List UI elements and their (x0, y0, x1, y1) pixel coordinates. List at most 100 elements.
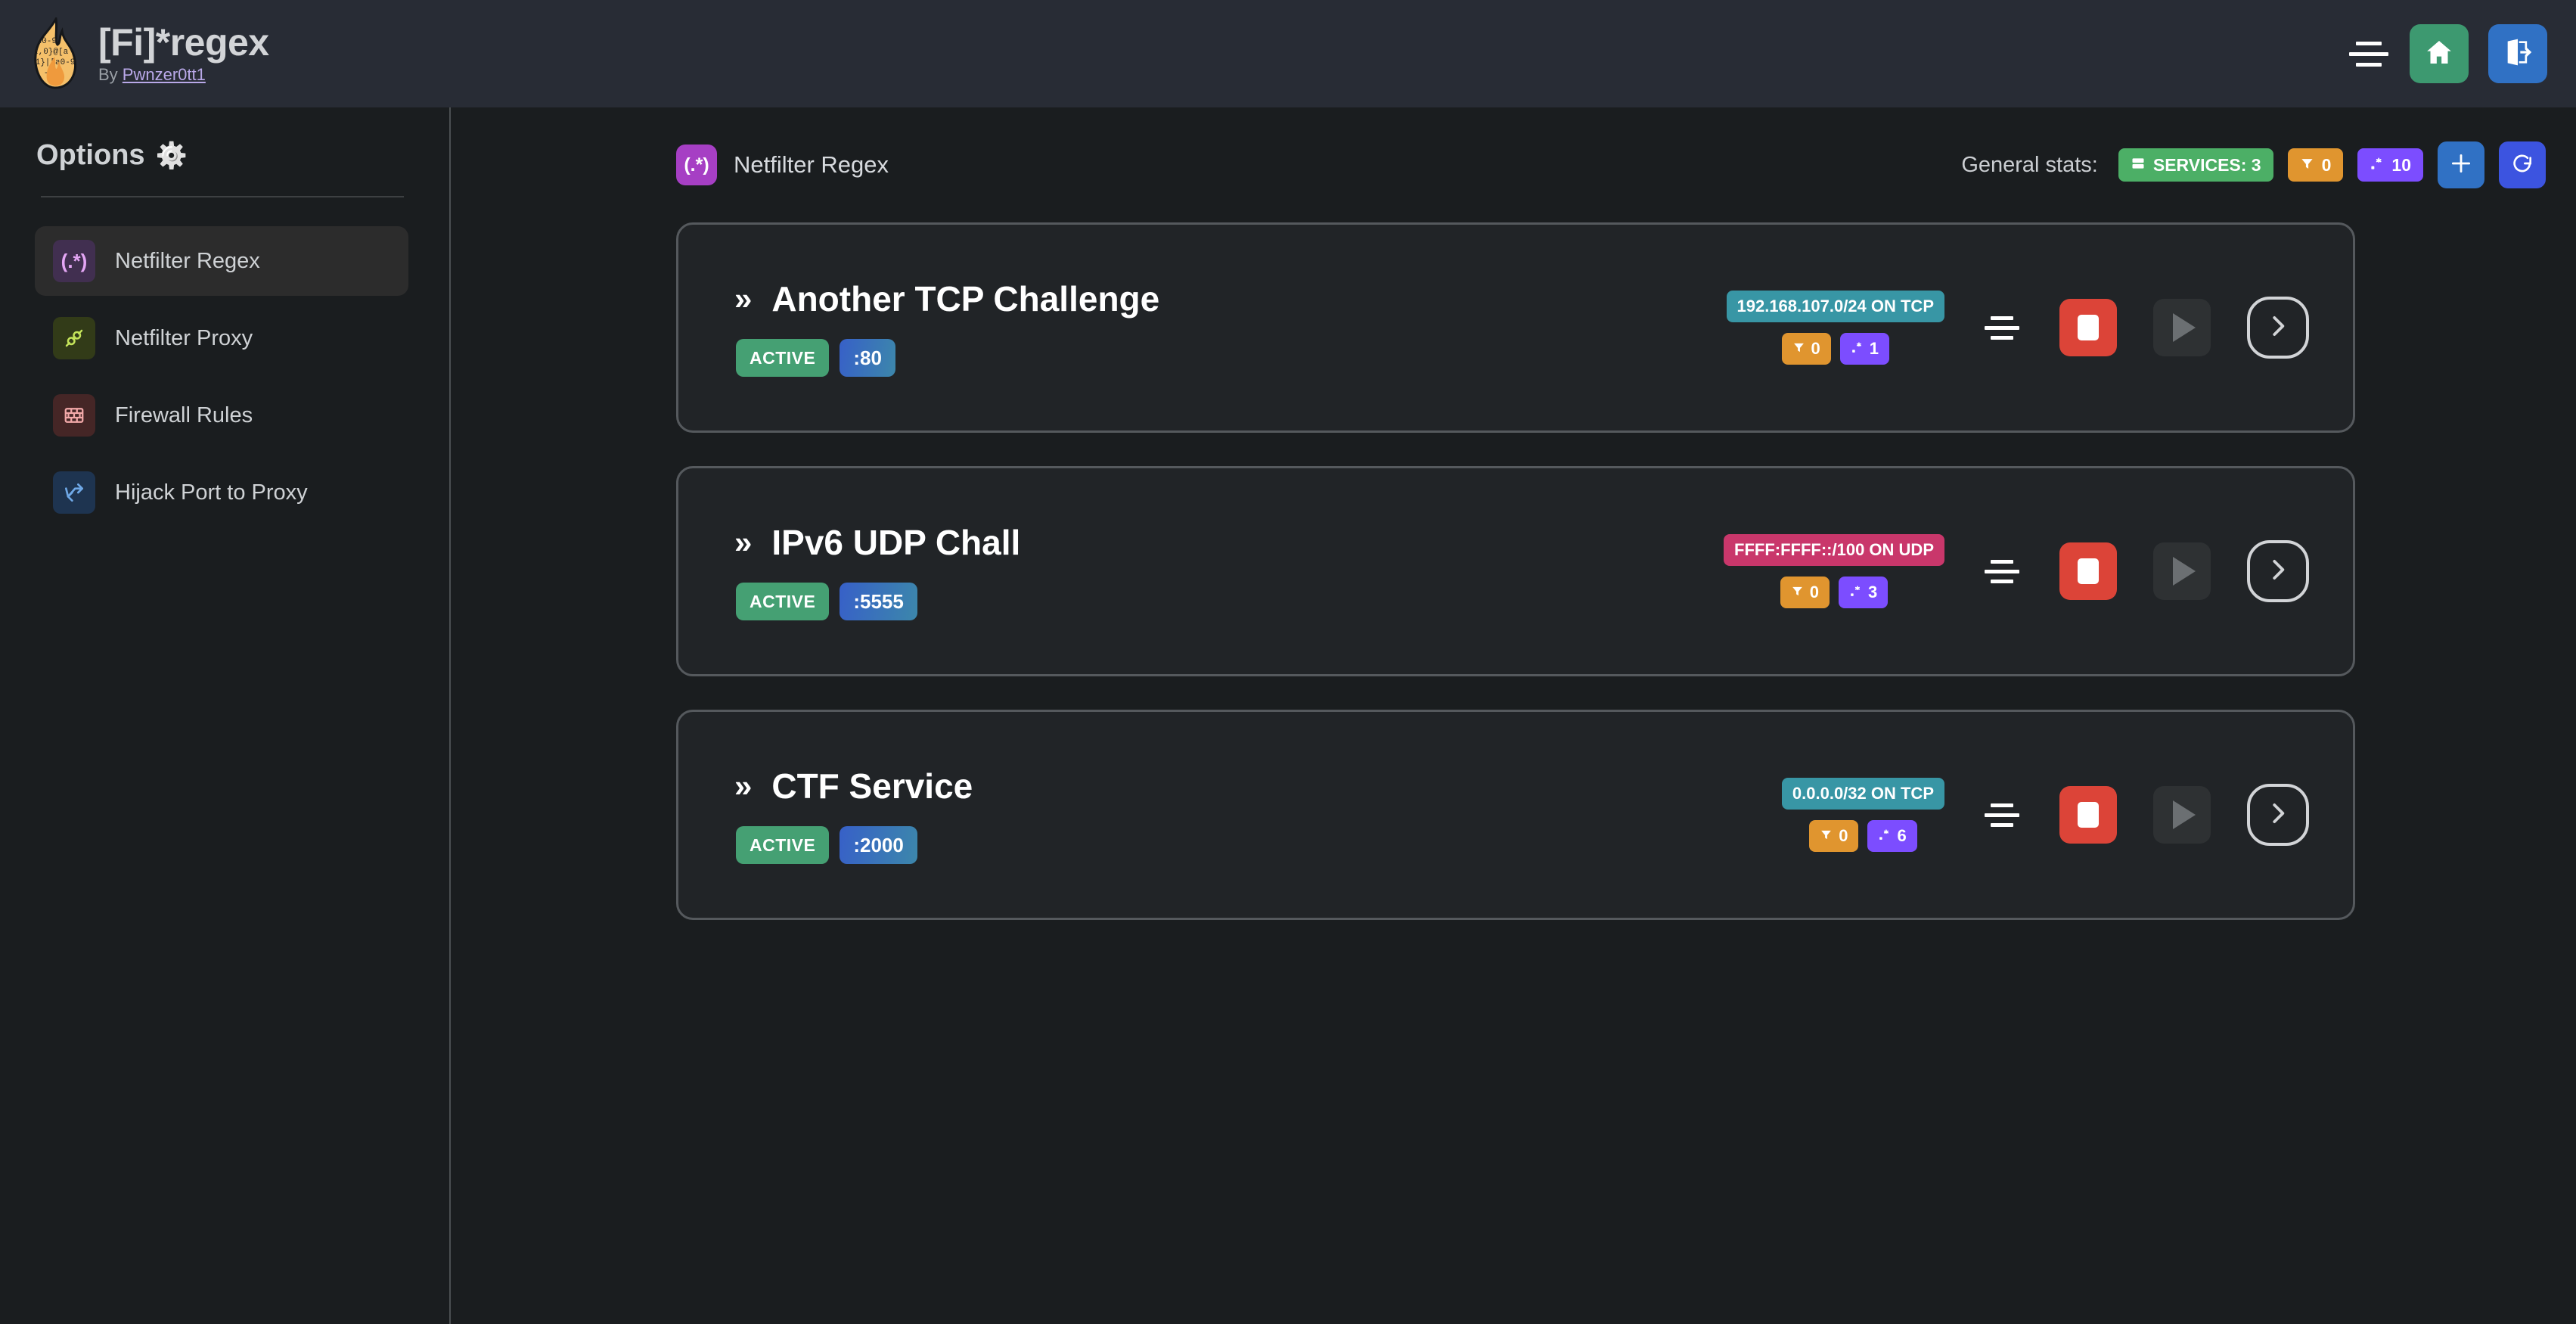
play-icon (2172, 313, 2196, 342)
sidebar-item-netfilter-proxy[interactable]: Netfilter Proxy (35, 303, 408, 373)
service-name: Another TCP Challenge (771, 279, 1160, 319)
service-name: CTF Service (771, 766, 973, 806)
regex-count-badge: 1 (1839, 333, 1889, 365)
align-center-icon[interactable] (1981, 550, 2023, 592)
sidebar-item-hijack-port-to-proxy[interactable]: Hijack Port to Proxy (35, 458, 408, 527)
filter-count: 0 (1839, 826, 1848, 845)
status-badge: ACTIVE (736, 826, 830, 864)
status-badge-text: SERVICES: 3 (2152, 154, 2261, 175)
port-badge: :5555 (840, 583, 917, 620)
funnel-icon (1820, 826, 1833, 846)
stop-button[interactable] (2059, 786, 2117, 844)
app-title: [Fi]*regex (98, 21, 269, 64)
svg-text:2,0}@[a: 2,0}@[a (33, 48, 69, 57)
service-details-button[interactable] (2247, 297, 2309, 359)
server-icon (2131, 155, 2146, 176)
funnel-icon (1791, 583, 1804, 602)
home-button[interactable] (2410, 24, 2469, 83)
home-icon (2424, 37, 2454, 71)
gear-icon: ⚙️ (155, 141, 188, 170)
brand: -z0-9 2,0}@[a {1}|[a0-9] {1 -z] [Fi]*reg… (26, 15, 269, 90)
add-service-button[interactable] (2438, 141, 2484, 188)
sidebar-item-firewall-rules[interactable]: Firewall Rules (35, 381, 408, 450)
filter-count: 0 (1809, 583, 1819, 601)
align-center-icon[interactable] (1981, 794, 2023, 836)
stop-icon (2078, 802, 2099, 828)
svg-text:{1}|[a0-9]: {1}|[a0-9] (30, 58, 80, 67)
play-icon (2172, 557, 2196, 586)
logout-button[interactable] (2488, 24, 2547, 83)
app-header: -z0-9 2,0}@[a {1}|[a0-9] {1 -z] [Fi]*reg… (0, 0, 2576, 107)
sidebar-item-label: Firewall Rules (115, 402, 253, 427)
service-title: » IPv6 UDP Chall (734, 522, 1020, 563)
main-content: (.*) Netfilter Regex General stats: SERV… (452, 107, 2576, 1324)
play-icon (2172, 800, 2196, 829)
service-title: » Another TCP Challenge (734, 278, 1159, 319)
status-badge-filters: 0 (2287, 148, 2344, 182)
double-chevron-right-icon: » (734, 768, 753, 803)
author-link[interactable]: Pwnzer0tt1 (122, 65, 206, 84)
service-card[interactable]: » CTF Service ACTIVE :2000 0.0.0.0/32 ON… (676, 710, 2355, 920)
funnel-icon (2300, 155, 2314, 176)
sidebar-divider (41, 196, 404, 197)
plus-icon (2448, 151, 2474, 180)
status-badge: ACTIVE (736, 583, 830, 620)
page-title: Netfilter Regex (734, 151, 889, 178)
service-name: IPv6 UDP Chall (771, 523, 1021, 562)
fork-arrow-icon (53, 471, 95, 514)
hamburger-icon[interactable] (2348, 33, 2390, 75)
status-badge-services: SERVICES: 3 (2118, 148, 2273, 182)
regex-icon: (.*) (53, 240, 95, 282)
regex-icon: (.*) (676, 145, 717, 185)
network-badge: 192.168.107.0/24 ON TCP (1726, 291, 1944, 322)
app-byline: By Pwnzer0tt1 (98, 65, 269, 85)
general-stats-label: General stats: (1961, 152, 2098, 177)
regex-count-badge: 6 (1867, 820, 1917, 852)
sidebar-item-netfilter-regex[interactable]: (.*) Netfilter Regex (35, 226, 408, 296)
play-button[interactable] (2153, 299, 2211, 356)
status-badge-text: 0 (2321, 154, 2332, 175)
refresh-button[interactable] (2499, 141, 2546, 188)
filter-count-badge: 0 (1780, 577, 1830, 608)
stop-icon (2078, 315, 2099, 340)
regex-icon (2370, 155, 2384, 176)
play-button[interactable] (2153, 542, 2211, 600)
chevron-right-icon (2264, 799, 2292, 831)
service-card[interactable]: » IPv6 UDP Chall ACTIVE :5555 FFFF:FFFF:… (676, 466, 2355, 676)
play-button[interactable] (2153, 786, 2211, 844)
network-badge: 0.0.0.0/32 ON TCP (1781, 778, 1944, 810)
regex-count: 3 (1868, 583, 1878, 601)
sidebar: Options ⚙️ (.*) Netfilter Regex Netfilte… (0, 107, 451, 1324)
regex-count: 6 (1897, 826, 1907, 845)
stop-button[interactable] (2059, 542, 2117, 600)
sidebar-item-label: Hijack Port to Proxy (115, 480, 308, 505)
filter-count-badge: 0 (1809, 820, 1859, 852)
refresh-icon (2510, 151, 2534, 179)
regex-count-badge: 3 (1839, 577, 1889, 608)
sidebar-item-label: Netfilter Regex (115, 248, 260, 273)
chevron-right-icon (2264, 312, 2292, 344)
sidebar-heading: Options ⚙️ (35, 139, 408, 172)
service-card[interactable]: » Another TCP Challenge ACTIVE :80 192.1… (676, 222, 2355, 433)
stop-icon (2078, 558, 2099, 584)
main-header: (.*) Netfilter Regex General stats: SERV… (676, 130, 2546, 200)
stop-button[interactable] (2059, 299, 2117, 356)
logout-icon (2503, 37, 2533, 71)
filter-count-badge: 0 (1781, 333, 1831, 365)
port-badge: :2000 (840, 826, 917, 864)
service-title: » CTF Service (734, 766, 973, 807)
brick-wall-icon (53, 394, 95, 437)
network-badge: FFFF:FFFF::/100 ON UDP (1724, 534, 1944, 566)
flame-regex-logo: -z0-9 2,0}@[a {1}|[a0-9] {1 -z] (26, 15, 82, 90)
service-details-button[interactable] (2247, 784, 2309, 846)
chevron-right-icon (2264, 555, 2292, 588)
filter-count: 0 (1811, 339, 1820, 358)
sidebar-heading-label: Options (36, 139, 145, 171)
port-badge: :80 (840, 339, 895, 377)
regex-icon (1878, 826, 1891, 846)
status-badge-text: 10 (2391, 154, 2411, 175)
svg-text:-z0-9: -z0-9 (32, 37, 57, 46)
service-details-button[interactable] (2247, 540, 2309, 602)
align-center-icon[interactable] (1981, 306, 2023, 349)
byline-prefix: By (98, 65, 123, 84)
